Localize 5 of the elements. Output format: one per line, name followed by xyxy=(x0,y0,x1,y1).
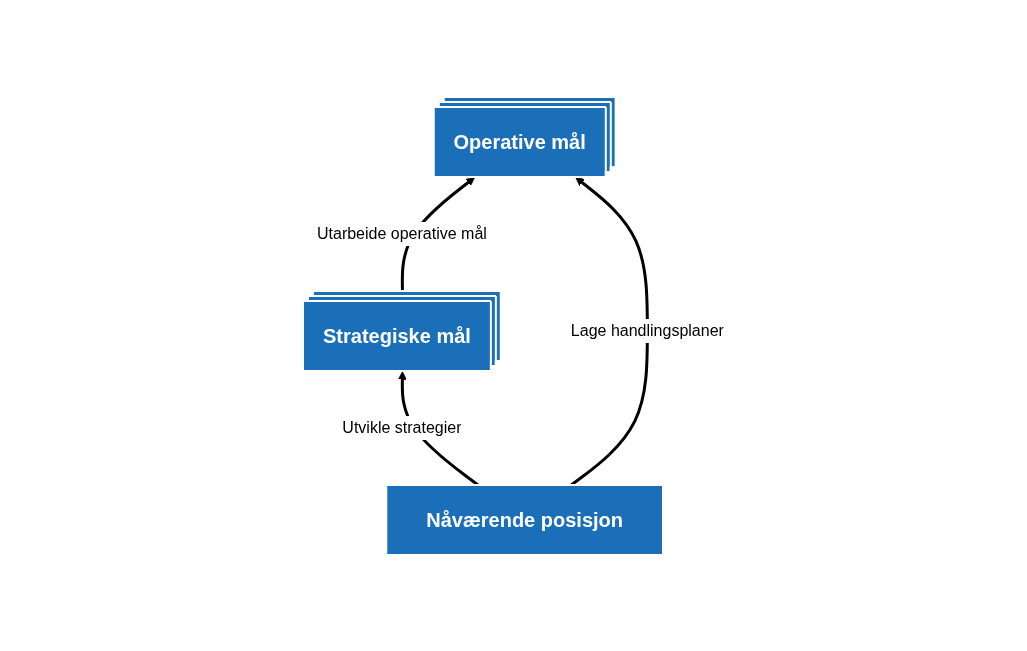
edge-label: Utarbeide operative mål xyxy=(317,224,487,242)
node-box: Nåværende posisjon xyxy=(385,483,665,556)
edge-label: Utvikle strategier xyxy=(342,418,462,436)
arrow xyxy=(570,176,649,486)
edge-label: Lage handlingsplaner xyxy=(570,321,724,339)
